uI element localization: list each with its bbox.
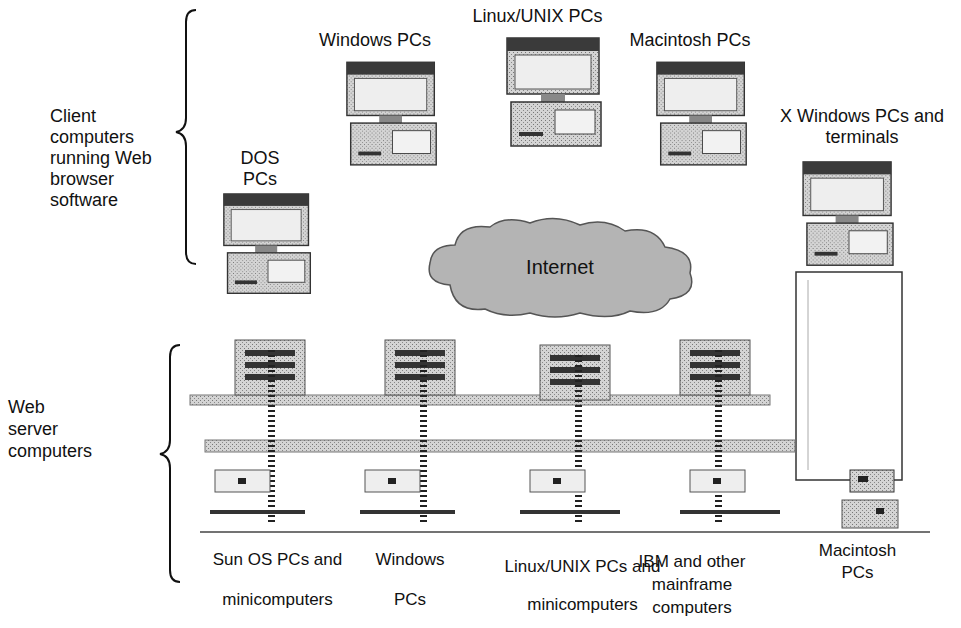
brace xyxy=(160,345,180,582)
label: Macintosh PCs xyxy=(805,540,910,584)
label: IBM and other mainframe computers xyxy=(628,550,756,619)
label: Macintosh PCs xyxy=(610,30,770,51)
label: Windows PCs xyxy=(300,30,450,51)
node-text: Internet xyxy=(526,256,594,279)
pc-icon xyxy=(347,62,436,165)
pc-icon xyxy=(657,62,746,165)
label: Sun OS PCs and minicomputers xyxy=(200,540,355,620)
pc-icon xyxy=(507,38,601,146)
brace xyxy=(176,10,196,264)
label: Client computers running Web browser sof… xyxy=(50,106,170,211)
pc-icon xyxy=(224,194,310,293)
terminal-icon xyxy=(796,162,902,492)
label: Windows PCs xyxy=(365,540,455,620)
label: Linux/UNIX PCs xyxy=(455,6,620,27)
label: Web server computers xyxy=(8,396,96,462)
server-icons xyxy=(190,340,930,532)
label: X Windows PCs and terminals xyxy=(768,106,956,148)
label: DOS PCs xyxy=(230,148,290,190)
cloud-node: Internet xyxy=(420,215,700,320)
